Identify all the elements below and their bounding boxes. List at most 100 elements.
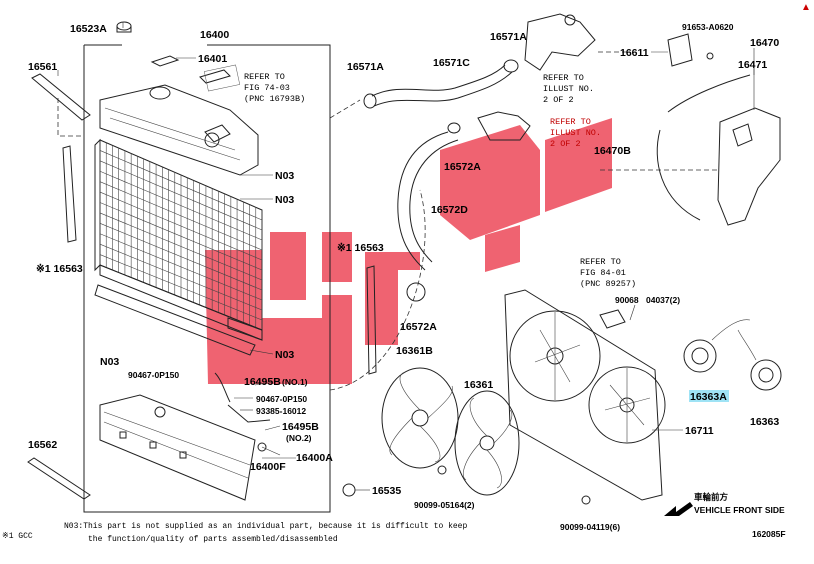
label-16572D: 16572D [431, 204, 468, 216]
lower-radiator-hose [397, 122, 461, 302]
core-tube-line [99, 233, 263, 301]
label-90467-b: 90467-0P150 [256, 394, 307, 404]
core-tube-line [99, 181, 263, 251]
ref-illust-b-line2: ILLUST NO. [550, 128, 601, 138]
core-tube-line [99, 160, 263, 231]
label-16563-right: ※1 16563 [337, 242, 384, 254]
core-tube-line [99, 150, 263, 221]
label-16572A-bottom: 16572A [400, 321, 437, 333]
label-n03-b: N03 [275, 194, 294, 206]
diagram-id: 162085F [752, 529, 786, 539]
highlight-16363A [689, 390, 729, 402]
label-16523A: 16523A [70, 23, 107, 35]
radiator-core [94, 138, 263, 356]
label-n03-c: N03 [275, 349, 294, 361]
core-tube-line [99, 223, 263, 291]
ref-illust-a-line2: ILLUST NO. [543, 84, 594, 94]
label-90099-a: 90099-05164(2) [414, 500, 475, 510]
core-tube-line [99, 202, 263, 271]
label-91653: 91653-A0620 [682, 22, 734, 32]
label-16711: 16711 [685, 425, 714, 437]
direction-jp: 車輪前方 [694, 492, 729, 502]
label-16363A[interactable]: 16363A [690, 391, 727, 403]
footnote-n03-line1: N03:This part is not supplied as an indi… [64, 522, 467, 531]
drain-hoses [214, 372, 591, 505]
label-90099-b: 90099-04119(6) [560, 522, 620, 532]
label-16572A-top: 16572A [444, 161, 481, 173]
label-16495B-2-note: (NO.2) [286, 433, 312, 443]
footnote-n03-line2: the function/quality of parts assembled/… [88, 535, 338, 544]
label-16361B: 16361B [396, 345, 433, 357]
label-16571A-right: 16571A [490, 31, 527, 43]
seal-16562 [27, 457, 91, 500]
thermostat-housing [477, 13, 596, 141]
coolant-reservoir [656, 33, 781, 226]
label-16563-left: ※1 16563 [36, 263, 83, 275]
label-16611: 16611 [620, 47, 649, 59]
reference-illust-b: REFER TO ILLUST NO. 2 OF 2 [550, 117, 601, 149]
label-16495B-1: 16495B [244, 376, 281, 388]
core-tube-line [99, 191, 263, 261]
label-n03-a: N03 [275, 170, 294, 182]
label-16495B-1-note: (NO.1) [282, 377, 308, 387]
ref-fig84-line3: (PNC 89257) [580, 279, 636, 289]
ref-fig74-line2: FIG 74-03 [244, 83, 290, 93]
watermark-logo [205, 118, 612, 384]
core-tube-line [99, 170, 263, 241]
label-93385: 93385-16012 [256, 406, 306, 416]
upper-radiator-hose [363, 59, 519, 109]
label-16401: 16401 [198, 53, 227, 65]
label-90068: 90068 [615, 295, 639, 305]
ref-illust-b-line3: 2 OF 2 [550, 139, 581, 149]
label-16562: 16562 [28, 439, 57, 451]
seal-16561 [31, 73, 91, 121]
label-n03-d: N03 [100, 356, 119, 368]
direction-en: VEHICLE FRONT SIDE [694, 505, 785, 515]
radiator-cap [116, 21, 231, 84]
label-16363: 16363 [750, 416, 779, 428]
core-tube-line [99, 212, 263, 281]
ref-fig84-line2: FIG 84-01 [580, 268, 626, 278]
front-arrow-icon [664, 502, 693, 516]
ref-illust-a-line3: 2 OF 2 [543, 95, 574, 105]
callout-labels: 16523A 16400 16401 16561 16571A 16571C 1… [28, 22, 779, 532]
label-16571C: 16571C [433, 57, 470, 69]
scroll-up-button[interactable]: ▲ [800, 2, 812, 14]
radiator-lower-tank [99, 394, 256, 501]
fan-motor-16363A [683, 319, 751, 373]
radiator-assembly-boundary [83, 44, 331, 513]
label-16571A-left: 16571A [347, 61, 384, 73]
label-16495B-2: 16495B [282, 421, 319, 433]
core-tube-line [99, 254, 263, 321]
triangle-up-icon: ▲ [801, 2, 811, 13]
fan-16361 [454, 390, 520, 496]
ref-fig74-line1: REFER TO [244, 72, 285, 82]
fan-shroud [504, 289, 666, 501]
label-16470: 16470 [750, 37, 779, 49]
label-16470B: 16470B [594, 145, 631, 157]
label-04037: 04037(2) [646, 295, 680, 305]
label-16400: 16400 [200, 29, 229, 41]
ref-fig74-line3: (PNC 16793B) [244, 94, 305, 104]
reference-fig84: REFER TO FIG 84-01 (PNC 89257) [580, 257, 636, 289]
label-16535: 16535 [372, 485, 401, 497]
reference-illust-a: REFER TO ILLUST NO. 2 OF 2 [543, 73, 594, 105]
leader-lines [57, 22, 755, 491]
radiator-upper-tank [99, 84, 259, 176]
vehicle-front-indicator: 車輪前方 VEHICLE FRONT SIDE [664, 492, 785, 516]
label-16400A: 16400A [296, 452, 333, 464]
ref-illust-a-line1: REFER TO [543, 73, 584, 83]
ref-illust-b-line1: REFER TO [550, 117, 591, 127]
label-16561: 16561 [28, 61, 57, 73]
label-90467-a: 90467-0P150 [128, 370, 179, 380]
ref-fig84-line1: REFER TO [580, 257, 621, 267]
footnote-gcc: ※1 GCC [2, 532, 33, 541]
seal-16563-right [366, 265, 377, 375]
label-16400F: 16400F [250, 461, 286, 473]
label-16361: 16361 [464, 379, 493, 391]
seal-16563-left [62, 145, 77, 243]
dashed-leaders [57, 51, 720, 391]
label-16471: 16471 [738, 59, 767, 71]
